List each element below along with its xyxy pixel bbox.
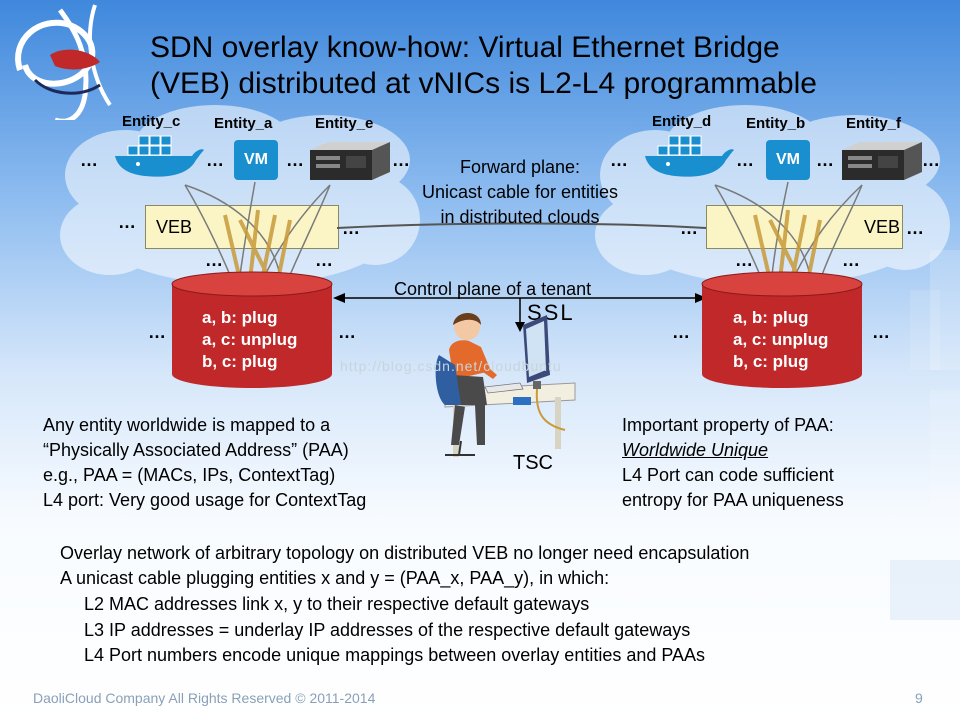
note-line-emphasis: Worldwide Unique [622, 440, 769, 460]
ellipsis: … [842, 250, 861, 270]
forward-plane-line: Forward plane: [459, 157, 581, 177]
ellipsis: … [118, 212, 137, 232]
control-plane-label: Control plane of a tenant [394, 279, 592, 299]
note-line: Any entity worldwide is mapped to a [43, 415, 331, 435]
ellipsis: … [148, 322, 167, 342]
ellipsis: … [286, 150, 305, 170]
forward-plane-text: Forward plane: Unicast cable for entitie… [395, 155, 645, 230]
watermark: http://blog.csdn.net/cloudbuntu [340, 358, 562, 374]
ellipsis: … [205, 250, 224, 270]
bottom-note-3: L2 MAC addresses link x, y to their resp… [84, 594, 590, 614]
db-line: b, c: plug [202, 352, 278, 371]
bottom-note-2: A unicast cable plugging entities x and … [60, 568, 610, 588]
db-line: a, b: plug [202, 308, 278, 327]
database-left [171, 271, 333, 388]
ellipsis: … [922, 150, 941, 170]
ellipsis: … [338, 322, 357, 342]
ellipsis: … [610, 150, 629, 170]
ellipsis: … [872, 322, 891, 342]
db-line: a, c: unplug [733, 330, 829, 349]
entity-e-label: Entity_e [315, 115, 374, 132]
server-icon [842, 142, 922, 180]
note-line: entropy for PAA uniqueness [622, 490, 844, 510]
note-line: “Physically Associated Address” (PAA) [43, 440, 349, 460]
ellipsis: … [392, 150, 411, 170]
db-line: b, c: plug [733, 352, 809, 371]
entity-b-label: Entity_b [746, 115, 806, 132]
vm-icon: VM [234, 140, 278, 180]
ellipsis: … [315, 250, 334, 270]
note-line: Important property of PAA: [622, 415, 834, 435]
title-line-1: SDN overlay know-how: Virtual Ethernet B… [150, 31, 780, 64]
database-right [701, 271, 863, 388]
note-line: L4 Port can code sufficient [622, 465, 834, 485]
forward-plane-line: in distributed clouds [440, 207, 600, 227]
ellipsis: … [80, 150, 99, 170]
docker-whale-icon [115, 135, 204, 177]
server-icon [310, 142, 390, 180]
ellipsis: … [816, 150, 835, 170]
forward-plane-line: Unicast cable for entities [421, 182, 619, 202]
slide-title: SDN overlay know-how: Virtual Ethernet B… [150, 30, 930, 102]
database-left-text: a, b: plug a, c: unplug b, c: plug [202, 307, 297, 373]
bottom-note-1: Overlay network of arbitrary topology on… [60, 543, 750, 563]
docker-whale-icon [645, 135, 734, 177]
entity-f-label: Entity_f [846, 115, 902, 132]
ellipsis: … [735, 250, 754, 270]
note-line: e.g., PAA = (MACs, IPs, ContextTag) [43, 465, 336, 485]
note-line: L4 port: Very good usage for ContextTag [43, 490, 367, 510]
database-right-text: a, b: plug a, c: unplug b, c: plug [733, 307, 828, 373]
left-notes: Any entity worldwide is mapped to a “Phy… [43, 413, 366, 513]
ellipsis: … [672, 322, 691, 342]
db-line: a, b: plug [733, 308, 809, 327]
title-line-2: (VEB) distributed at vNICs is L2-L4 prog… [150, 67, 817, 100]
bottom-note-5: L4 Port numbers encode unique mappings b… [84, 645, 706, 665]
tsc-label: TSC [513, 452, 553, 474]
ellipsis: … [206, 150, 225, 170]
right-notes: Important property of PAA: Worldwide Uni… [622, 413, 844, 513]
veb-label: VEB [156, 217, 193, 237]
page-number: 9 [915, 690, 923, 706]
tsc-operator-figure [435, 313, 576, 457]
company-logo [15, 4, 112, 120]
veb-label: VEB [863, 217, 900, 237]
footer-copyright: DaoliCloud Company All Rights Reserved ©… [33, 690, 376, 706]
ellipsis: … [736, 150, 755, 170]
entity-d-label: Entity_d [652, 113, 712, 130]
bottom-note-4: L3 IP addresses = underlay IP addresses … [84, 620, 691, 640]
db-line: a, c: unplug [202, 330, 298, 349]
ellipsis: … [906, 218, 925, 238]
entity-a-label: Entity_a [214, 115, 273, 132]
vm-icon: VM [766, 140, 810, 180]
entity-c-label: Entity_c [122, 113, 181, 130]
